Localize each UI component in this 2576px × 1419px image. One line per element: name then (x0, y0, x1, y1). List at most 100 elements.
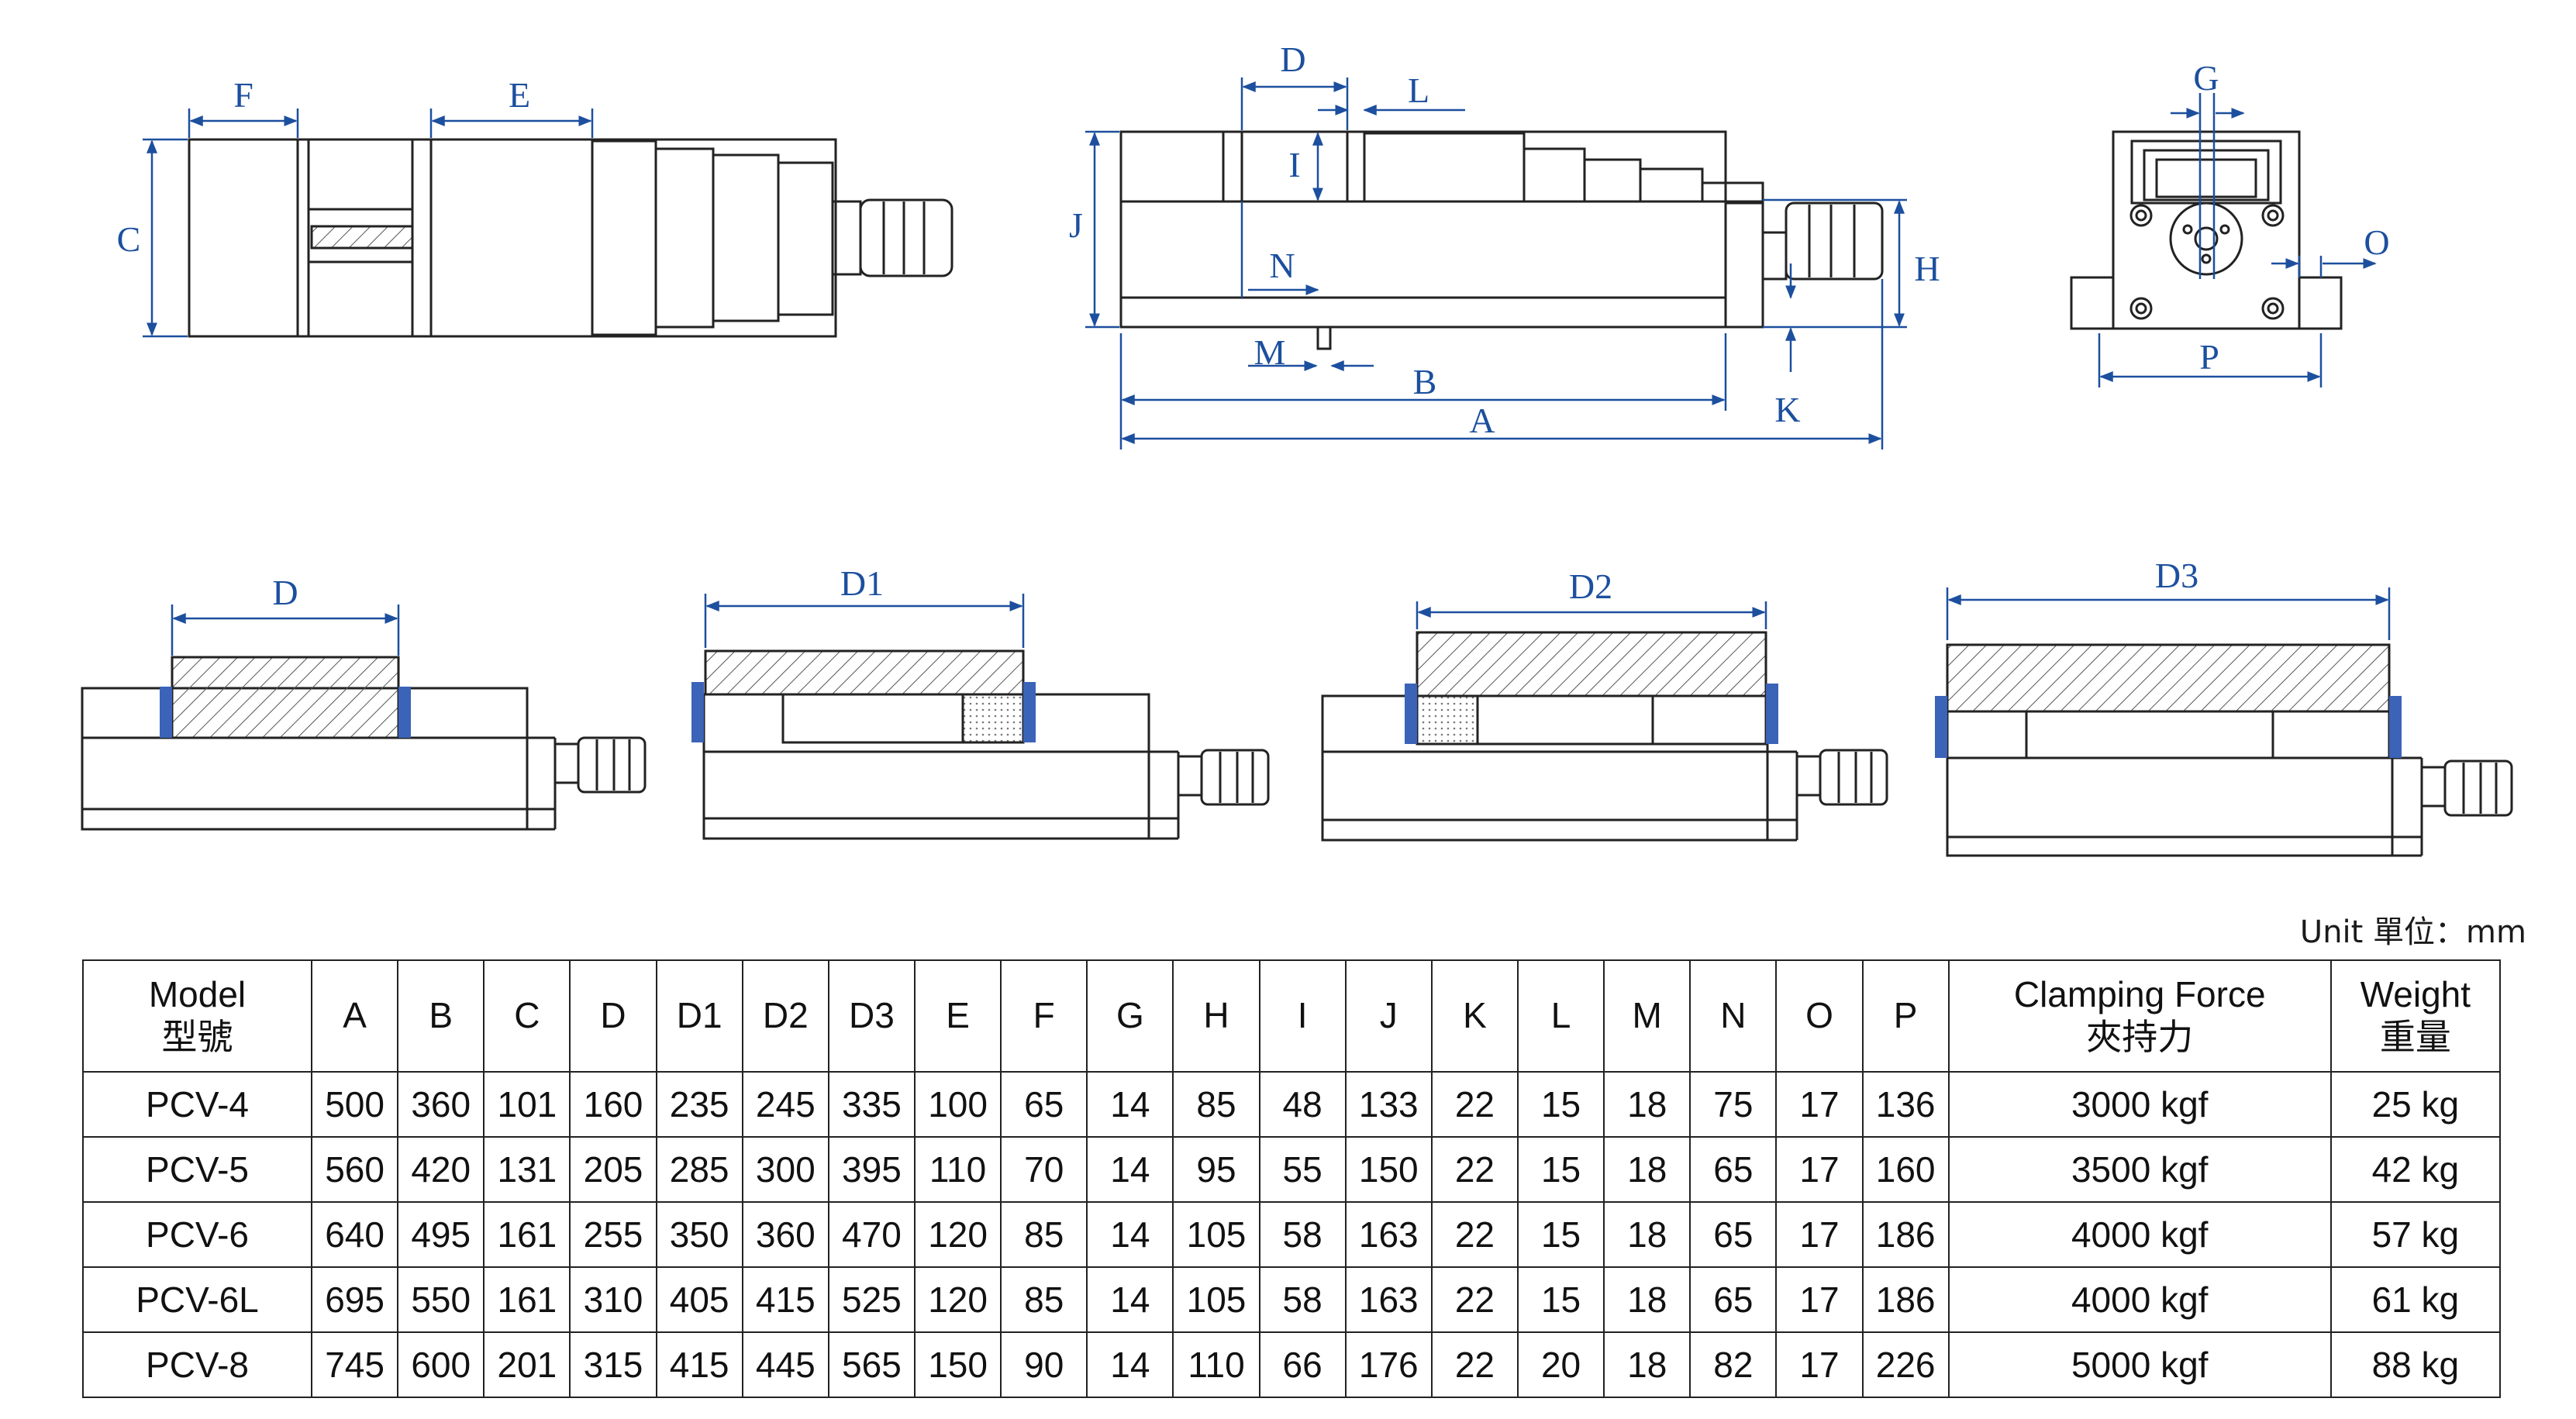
header-label-chinese: 重量 (2379, 1017, 2451, 1057)
table-header-cell: F (1000, 959, 1088, 1073)
header-label: N (1720, 995, 1747, 1036)
table-cell: 255 (569, 1201, 657, 1268)
table-cell: 85 (1000, 1266, 1088, 1333)
table-cell: 120 (913, 1201, 1002, 1268)
dim-label-j: J (1069, 205, 1083, 245)
dim-label-d-side: D (1280, 40, 1305, 79)
table-cell: 150 (1344, 1136, 1433, 1203)
table-header-cell: D1 (655, 959, 743, 1073)
table-header-cell: D3 (827, 959, 916, 1073)
table-cell: 15 (1516, 1201, 1605, 1268)
header-label: O (1805, 995, 1833, 1036)
table-cell: 17 (1775, 1331, 1864, 1398)
table-cell: 285 (655, 1136, 743, 1203)
table-cell: 15 (1516, 1071, 1605, 1138)
table-cell: 14 (1086, 1136, 1174, 1203)
table-cell: 4000 kgf (1947, 1201, 2332, 1268)
table-cell: 160 (569, 1071, 657, 1138)
table-cell: 58 (1258, 1201, 1347, 1268)
table-cell: 48 (1258, 1071, 1347, 1138)
dim-label-e: E (509, 75, 530, 115)
table-cell: 14 (1086, 1266, 1174, 1333)
dim-label-m: M (1254, 332, 1286, 372)
table-cell: 14 (1086, 1201, 1174, 1268)
table-cell: 445 (741, 1331, 829, 1398)
table-cell: 25 kg (2329, 1071, 2502, 1138)
header-label: D1 (676, 995, 722, 1036)
model-cell: PCV-4 (81, 1071, 313, 1138)
table-cell: 150 (913, 1331, 1002, 1398)
table-cell: 163 (1344, 1266, 1433, 1333)
top-view (188, 138, 953, 338)
table-cell: 310 (569, 1266, 657, 1333)
table-cell: 120 (913, 1266, 1002, 1333)
table-cell: 415 (741, 1266, 829, 1333)
table-cell: 65 (1689, 1266, 1778, 1333)
dim-label-a: A (1469, 401, 1495, 440)
table-header-cell: H (1172, 959, 1260, 1073)
table-cell: 525 (827, 1266, 916, 1333)
table-cell: 335 (827, 1071, 916, 1138)
table-header-cell: O (1775, 959, 1864, 1073)
header-label: D2 (762, 995, 809, 1036)
table-cell: 640 (311, 1201, 399, 1268)
table-cell: 22 (1430, 1071, 1519, 1138)
table-cell: 161 (483, 1266, 571, 1333)
table-cell: 405 (655, 1266, 743, 1333)
table-header-cell: L (1516, 959, 1605, 1073)
table-cell: 17 (1775, 1201, 1864, 1268)
table-cell: 235 (655, 1071, 743, 1138)
table-cell: 17 (1775, 1266, 1864, 1333)
table-cell: 57 kg (2329, 1201, 2502, 1268)
table-cell: 495 (397, 1201, 485, 1268)
header-label: I (1297, 995, 1308, 1036)
table-cell: 22 (1430, 1136, 1519, 1203)
table-header-cell: M (1603, 959, 1691, 1073)
table-cell: 136 (1861, 1071, 1950, 1138)
technical-drawings: F E C (81, 40, 2513, 857)
table-cell: 560 (311, 1136, 399, 1203)
dim-label-o: O (2364, 222, 2389, 262)
table-cell: 360 (397, 1071, 485, 1138)
table-header-cell: J (1344, 959, 1433, 1073)
table-cell: 14 (1086, 1331, 1174, 1398)
table-cell: 90 (1000, 1331, 1088, 1398)
table-cell: 350 (655, 1201, 743, 1268)
table-cell: 160 (1861, 1136, 1950, 1203)
unit-label: Unit 單位：mm (2299, 914, 2526, 950)
table-cell: 105 (1172, 1266, 1260, 1333)
model-cell: PCV-8 (81, 1331, 313, 1398)
end-view (2070, 130, 2343, 330)
table-cell: 315 (569, 1331, 657, 1398)
table-cell: 58 (1258, 1266, 1347, 1333)
table-cell: 75 (1689, 1071, 1778, 1138)
table-cell: 15 (1516, 1136, 1605, 1203)
header-label: P (1893, 995, 1918, 1036)
table-cell: 395 (827, 1136, 916, 1203)
table-cell: 105 (1172, 1201, 1260, 1268)
table-header-cell: P (1861, 959, 1950, 1073)
table-cell: 85 (1172, 1071, 1260, 1138)
dim-label-l: L (1408, 71, 1429, 110)
dim-label-f: F (233, 75, 253, 115)
dim-label-p: P (2199, 337, 2219, 377)
header-label: D3 (849, 995, 895, 1036)
table-cell: 131 (483, 1136, 571, 1203)
table-cell: 15 (1516, 1266, 1605, 1333)
table-cell: 18 (1603, 1201, 1691, 1268)
table-cell: 100 (913, 1071, 1002, 1138)
table-cell: 88 kg (2329, 1331, 2502, 1398)
header-label: H (1203, 995, 1229, 1036)
header-label: A (343, 995, 367, 1036)
header-label: E (946, 995, 970, 1036)
table-cell: 500 (311, 1071, 399, 1138)
table-cell: 55 (1258, 1136, 1347, 1203)
table-cell: 3500 kgf (1947, 1136, 2332, 1203)
